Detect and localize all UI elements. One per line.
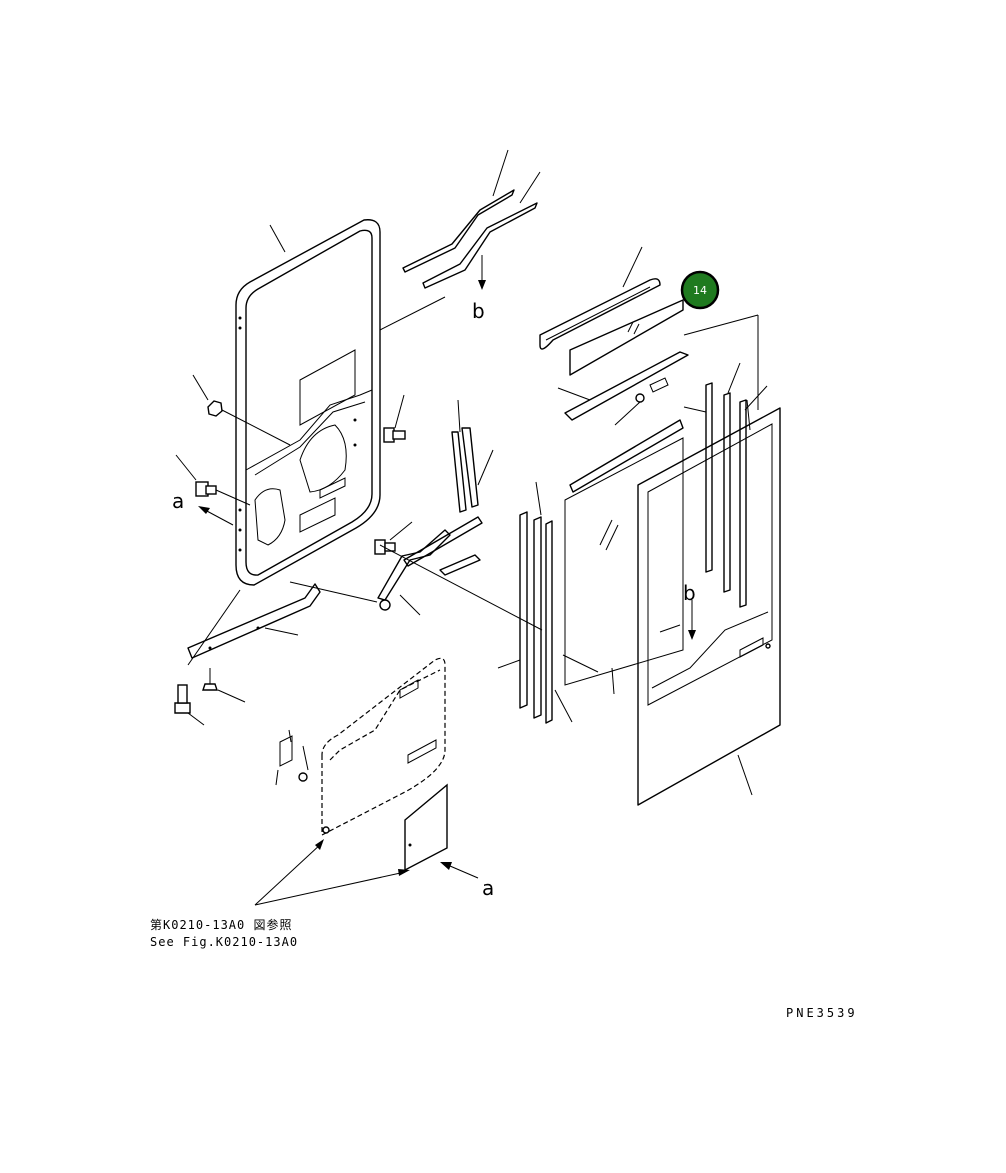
left-small-parts — [175, 374, 413, 555]
view-marker-a-bottom: a — [482, 876, 494, 900]
frame-holes — [238, 316, 357, 552]
reference-note-english: See Fig.K0210-13A0 — [150, 935, 298, 949]
callout-number[interactable]: 14 — [693, 284, 707, 297]
view-marker-a-left: a — [172, 489, 184, 513]
window-glass-parts — [539, 246, 689, 695]
door-inner-frame — [235, 219, 446, 586]
callout-badge-circle[interactable] — [680, 270, 720, 310]
part-callout-14[interactable]: 14 — [680, 270, 720, 310]
door-outer-panel — [379, 314, 781, 806]
view-marker-b-right: b — [683, 581, 696, 605]
window-regulator — [289, 399, 494, 616]
drawing-code: PNE3539 — [786, 1006, 858, 1020]
glass-run-channels — [497, 362, 768, 724]
lower-bracket-and-bolts — [174, 583, 321, 726]
view-marker-b-top: b — [472, 299, 485, 323]
view-arrows — [198, 506, 479, 906]
door-trim-panel — [275, 657, 448, 872]
reference-note-japanese: 第K0210-13A0 図参照 — [150, 917, 292, 932]
upper-stay-parts — [402, 149, 541, 290]
